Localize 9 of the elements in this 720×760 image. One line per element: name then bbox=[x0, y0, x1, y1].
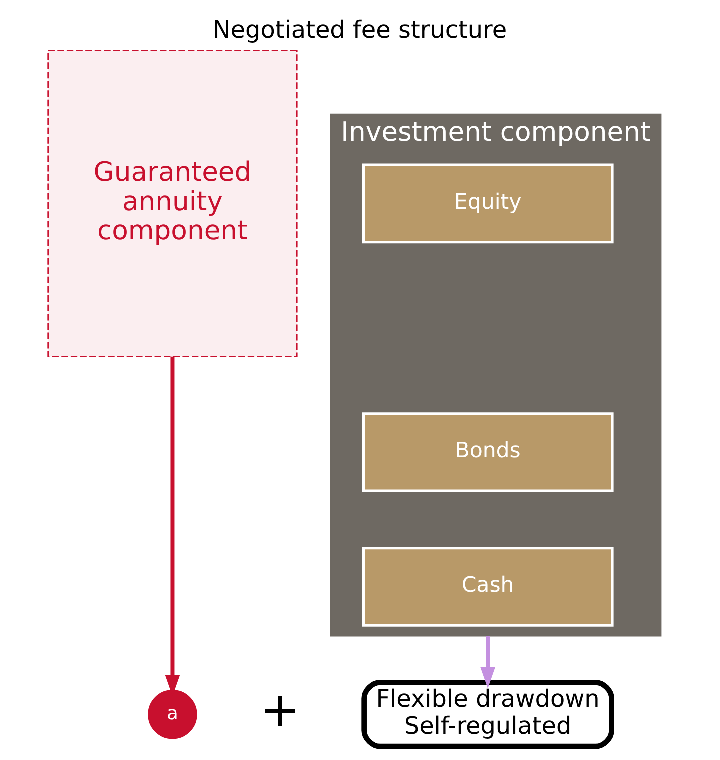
arrow bbox=[480, 636, 496, 689]
node-box: Flexible drawdown Self-regulated bbox=[362, 680, 614, 750]
node-box: Equity bbox=[362, 164, 614, 244]
diagram-title: Negotiated fee structure bbox=[212, 16, 508, 44]
node-box: Bonds bbox=[362, 412, 614, 492]
label: + bbox=[260, 683, 301, 738]
node-circle: a bbox=[148, 690, 198, 740]
node-box: Guaranteed annuity component bbox=[48, 50, 298, 358]
node-box: Cash bbox=[362, 546, 614, 627]
